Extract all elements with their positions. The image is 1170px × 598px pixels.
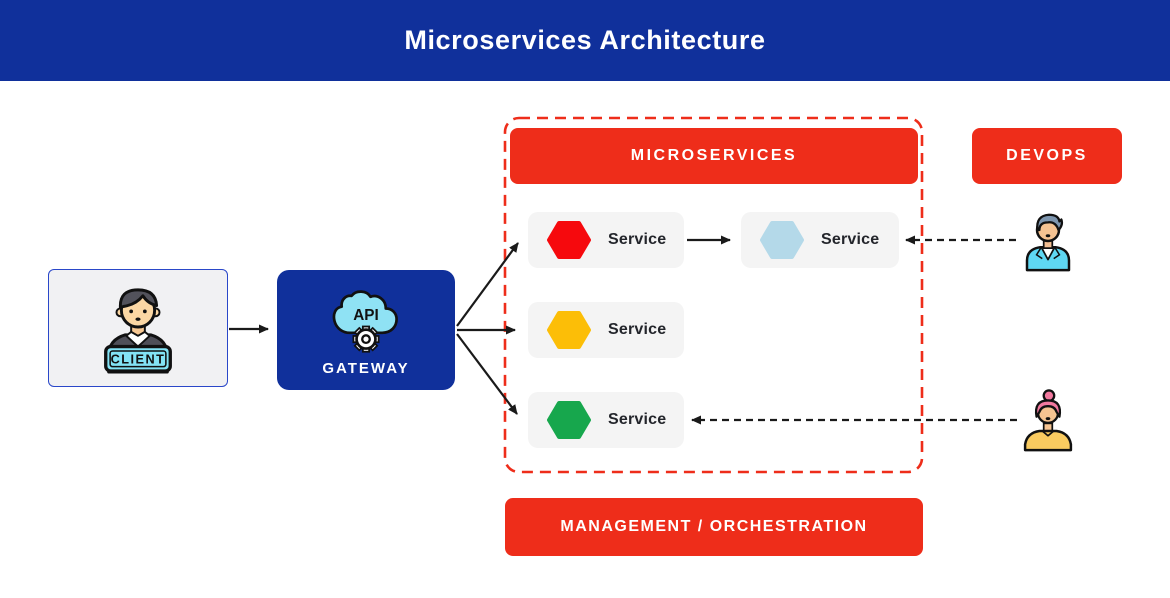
arrow-gateway-to-service-3 <box>456 333 518 415</box>
gateway-label: GATEWAY <box>322 359 410 377</box>
microservices-title: MICROSERVICES <box>630 147 798 164</box>
devops-male-icon <box>1019 209 1077 277</box>
header-banner: Microservices Architecture <box>0 0 1170 81</box>
client-node: CLIENT <box>48 269 228 387</box>
service-node-blue: Service <box>741 212 899 268</box>
devops-female-icon <box>1021 389 1075 457</box>
hexagon-icon <box>547 221 591 259</box>
hexagon-icon <box>547 401 591 439</box>
arrow-gateway-to-service-1 <box>456 242 519 327</box>
devops-header: DEVOPS <box>972 128 1122 184</box>
hexagon-icon <box>547 311 591 349</box>
api-cloud-icon: API <box>332 289 398 353</box>
management-bar: MANAGEMENT / ORCHESTRATION <box>505 498 923 556</box>
management-title: MANAGEMENT / ORCHESTRATION <box>560 518 868 535</box>
service-label: Service <box>608 231 667 248</box>
microservices-header: MICROSERVICES <box>510 128 918 184</box>
client-sign-label: CLIENT <box>111 352 166 367</box>
hexagon-icon <box>760 221 804 259</box>
service-label: Service <box>821 231 880 248</box>
service-node-red: Service <box>528 212 684 268</box>
api-gateway-node: API GATEWAY <box>277 270 455 390</box>
service-label: Service <box>608 411 667 428</box>
devops-title: DEVOPS <box>1006 147 1088 164</box>
gear-icon <box>352 325 380 353</box>
page-title: Microservices Architecture <box>404 25 766 55</box>
service-node-yellow: Service <box>528 302 684 358</box>
client-icon: CLIENT <box>104 288 172 374</box>
service-label: Service <box>608 321 667 338</box>
service-node-green: Service <box>528 392 684 448</box>
api-icon-label: API <box>353 307 378 324</box>
